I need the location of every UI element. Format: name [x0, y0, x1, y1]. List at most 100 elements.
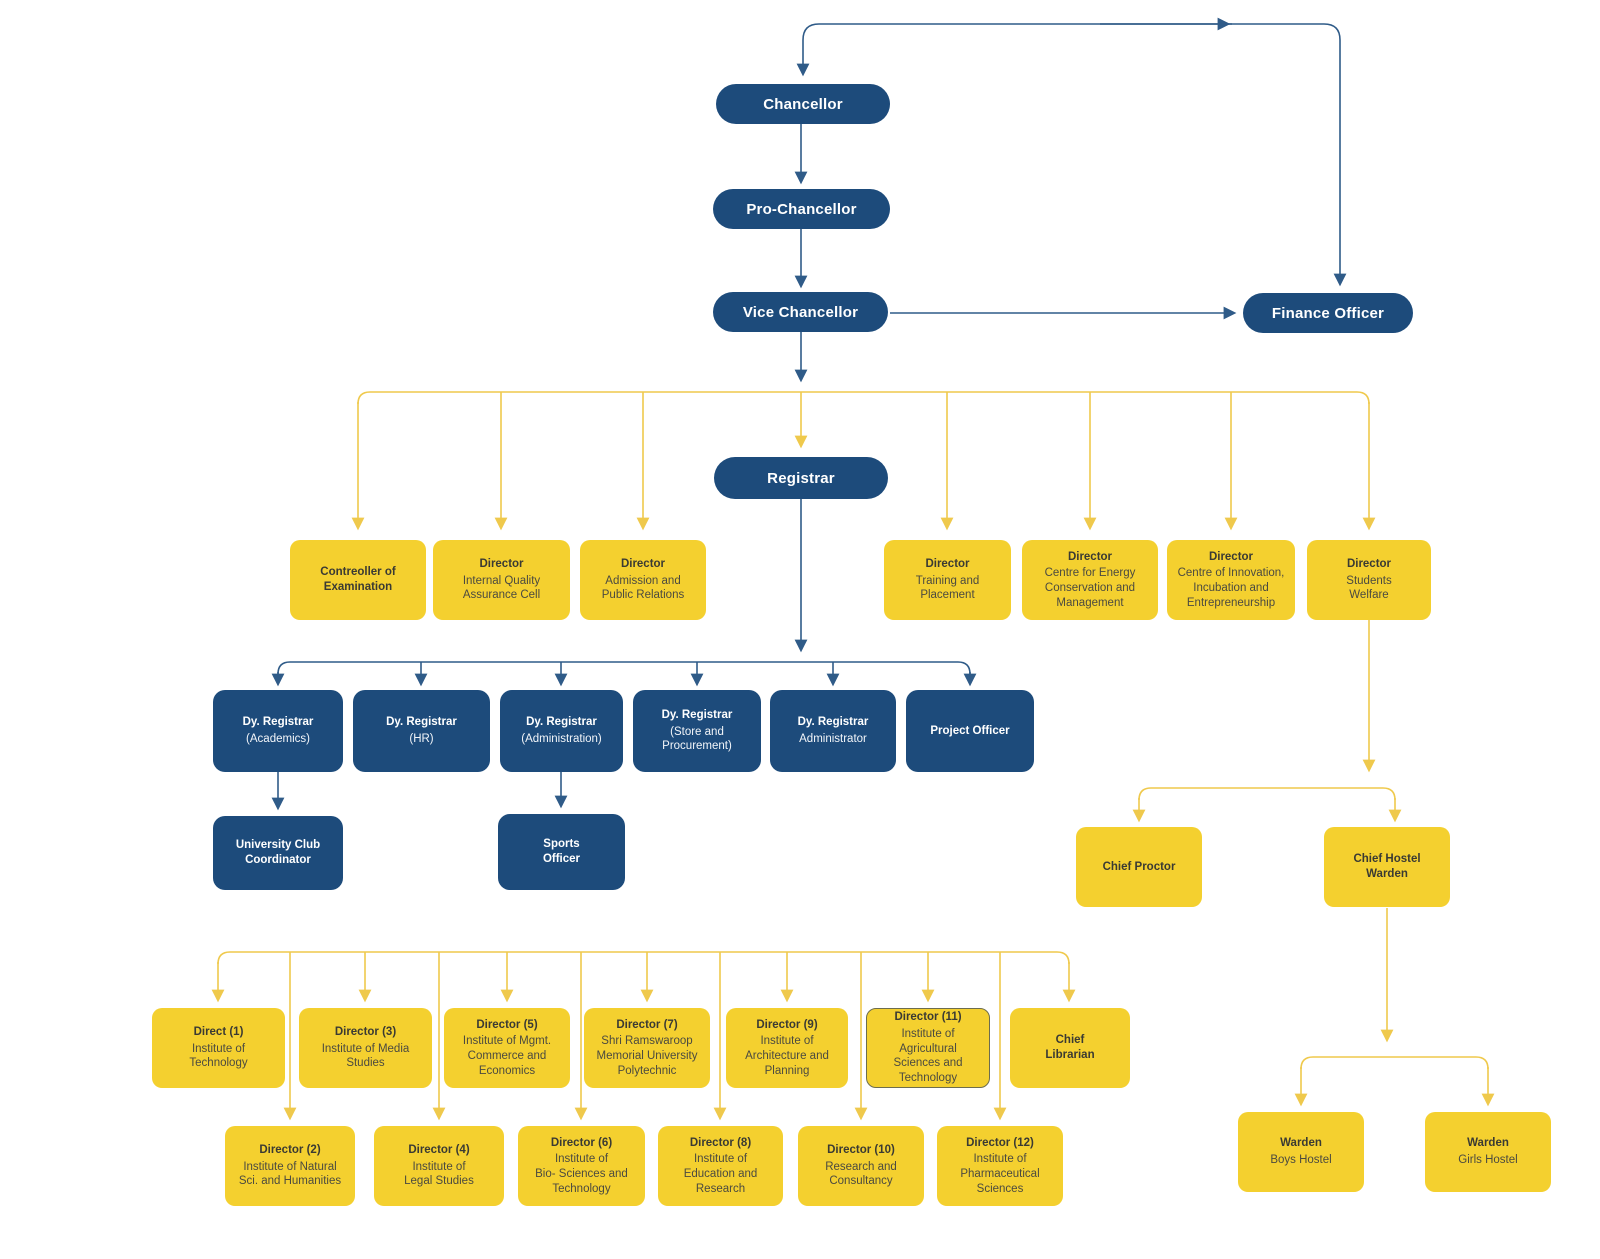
node-dir6: Director (6) Institute of Bio- Sciences a…: [518, 1126, 645, 1206]
node-subtitle: Institute of Education and Research: [683, 1153, 758, 1195]
node-title: Director (3): [334, 1025, 397, 1038]
node-subtitle: Training and Placement: [915, 574, 980, 602]
edge-institutes-spine: [217, 951, 1070, 965]
node-dir11: Director (11) Institute of Agricultural S…: [866, 1008, 990, 1088]
node-finance-officer: Finance Officer: [1243, 293, 1413, 333]
node-title: Dy. Registrar: [797, 716, 869, 729]
node-title: Pro-Chancellor: [746, 200, 857, 218]
yellow-edges: [211, 391, 1495, 1121]
node-title: Director (7): [616, 1018, 678, 1031]
node-title: Dy. Registrar: [242, 716, 314, 729]
node-title: Dy. Registrar: [661, 708, 733, 721]
node-title: Director: [1067, 550, 1113, 563]
node-sports: Sports Officer: [498, 814, 625, 890]
node-registrar: Registrar: [714, 457, 888, 499]
node-title: Director: [479, 557, 524, 570]
node-subtitle: Institute of Legal Studies: [404, 1160, 474, 1188]
node-dir10: Director (10) Research and Consultancy: [798, 1126, 924, 1206]
node-title: Director (4): [408, 1143, 470, 1156]
node-title: Director: [1346, 557, 1392, 570]
node-subtitle: Students Welfare: [1346, 574, 1392, 602]
node-subtitle: (Administration): [521, 733, 602, 745]
node-dir9: Director (9) Institute of Architecture an…: [726, 1008, 848, 1088]
node-subtitle: Institute of Mgmt. Commerce and Economic…: [462, 1035, 552, 1077]
node-title: Director (11): [894, 1011, 962, 1024]
node-title: Registrar: [767, 469, 835, 487]
node-dir1: Direct (1) Institute of Technology: [152, 1008, 285, 1088]
node-title: Chancellor: [763, 95, 843, 113]
node-title: Sports Officer: [542, 838, 581, 865]
node-subtitle: Centre for Energy Conservation and Manag…: [1044, 567, 1136, 609]
node-dir4: Director (4) Institute of Legal Studies: [374, 1126, 504, 1206]
node-subtitle: Institute of Technology: [189, 1042, 248, 1070]
node-project-officer: Project Officer: [906, 690, 1034, 772]
edge-dyregistrar-spine: [277, 661, 971, 675]
node-title: Dy. Registrar: [526, 716, 597, 729]
node-subtitle: Admission and Public Relations: [601, 574, 685, 602]
node-controller: Contreoller of Examination: [290, 540, 426, 620]
node-title: Director (10): [827, 1143, 895, 1156]
edge-loop-to-finance: [1228, 23, 1347, 287]
node-subtitle: Centre of Innovation, Incubation and Ent…: [1177, 567, 1285, 609]
node-subtitle: Research and Consultancy: [825, 1160, 897, 1188]
node-title: Dy. Registrar: [386, 716, 457, 729]
edge-loop-to-chancellor: [796, 23, 1232, 77]
node-title: Director (5): [476, 1018, 538, 1031]
node-dyr-acad: Dy. Registrar (Academics): [213, 690, 343, 772]
node-vice-chancellor: Vice Chancellor: [713, 292, 888, 332]
node-dir2: Director (2)Institute of Natural Sci. an…: [225, 1126, 355, 1206]
node-chief-hostel-warden: Chief Hostel Warden: [1324, 827, 1450, 907]
node-subtitle: (HR): [409, 733, 434, 745]
node-subtitle: Institute of Architecture and Planning: [745, 1035, 829, 1077]
node-title: Direct (1): [193, 1025, 244, 1038]
node-subtitle: (Academics): [246, 733, 310, 745]
node-chancellor: Chancellor: [716, 84, 890, 124]
node-title: Director (8): [689, 1136, 752, 1149]
node-club: University Club Coordinator: [213, 816, 343, 890]
node-title: Warden: [1280, 1137, 1322, 1150]
node-subtitle: Institute of Agricultural Sciences and T…: [893, 1027, 963, 1085]
node-subtitle: Shri Ramswaroop Memorial University Poly…: [596, 1035, 698, 1077]
node-chief-librarian: Chief Librarian: [1010, 1008, 1130, 1088]
node-title: Contreoller of Examination: [320, 566, 396, 593]
edge-vc-spine: [357, 391, 1370, 405]
node-title: Director: [1208, 550, 1254, 563]
node-title: Director (12): [966, 1136, 1034, 1149]
edge-warden-spine: [1300, 1056, 1489, 1070]
node-title: Chief Proctor: [1102, 860, 1176, 873]
node-dyr-store: Dy. Registrar (Store and Procurement): [633, 690, 761, 772]
node-subtitle: Institute of Media Studies: [321, 1042, 410, 1070]
node-title: Chief Librarian: [1045, 1034, 1095, 1061]
node-subtitle: Institute of Pharmaceutical Sciences: [960, 1153, 1040, 1195]
node-dir12: Director (12) Institute of Pharmaceutical…: [937, 1126, 1063, 1206]
node-dir3: Director (3) Institute of Media Studies: [299, 1008, 432, 1088]
node-dir8: Director (8) Institute of Education and R…: [658, 1126, 783, 1206]
node-subtitle: (Store and Procurement): [662, 725, 732, 753]
node-subtitle: Girls Hostel: [1458, 1154, 1518, 1166]
node-title: Chief Hostel Warden: [1353, 853, 1421, 880]
node-title: Project Officer: [930, 724, 1010, 737]
node-subtitle: Institute of Bio- Sciences and Technolog…: [535, 1153, 628, 1195]
node-subtitle: Internal Quality Assurance Cell: [462, 574, 541, 602]
node-dir7: Director (7) Shri Ramswaroop Memorial Uni…: [584, 1008, 710, 1088]
node-title: Director (6): [550, 1136, 613, 1149]
node-dir5: Director (5) Institute of Mgmt. Commerce …: [444, 1008, 570, 1088]
node-dyr-admin: Dy. Registrar (Administration): [500, 690, 623, 772]
node-title: Warden: [1467, 1137, 1509, 1150]
blue-edges: [271, 17, 1347, 811]
node-title: Director: [925, 557, 970, 570]
node-pro-chancellor: Pro-Chancellor: [713, 189, 890, 229]
node-title: Director: [620, 557, 666, 570]
node-title: Director (9): [756, 1018, 818, 1031]
node-title: Finance Officer: [1271, 304, 1385, 322]
node-subtitle: Administrator: [799, 733, 867, 745]
